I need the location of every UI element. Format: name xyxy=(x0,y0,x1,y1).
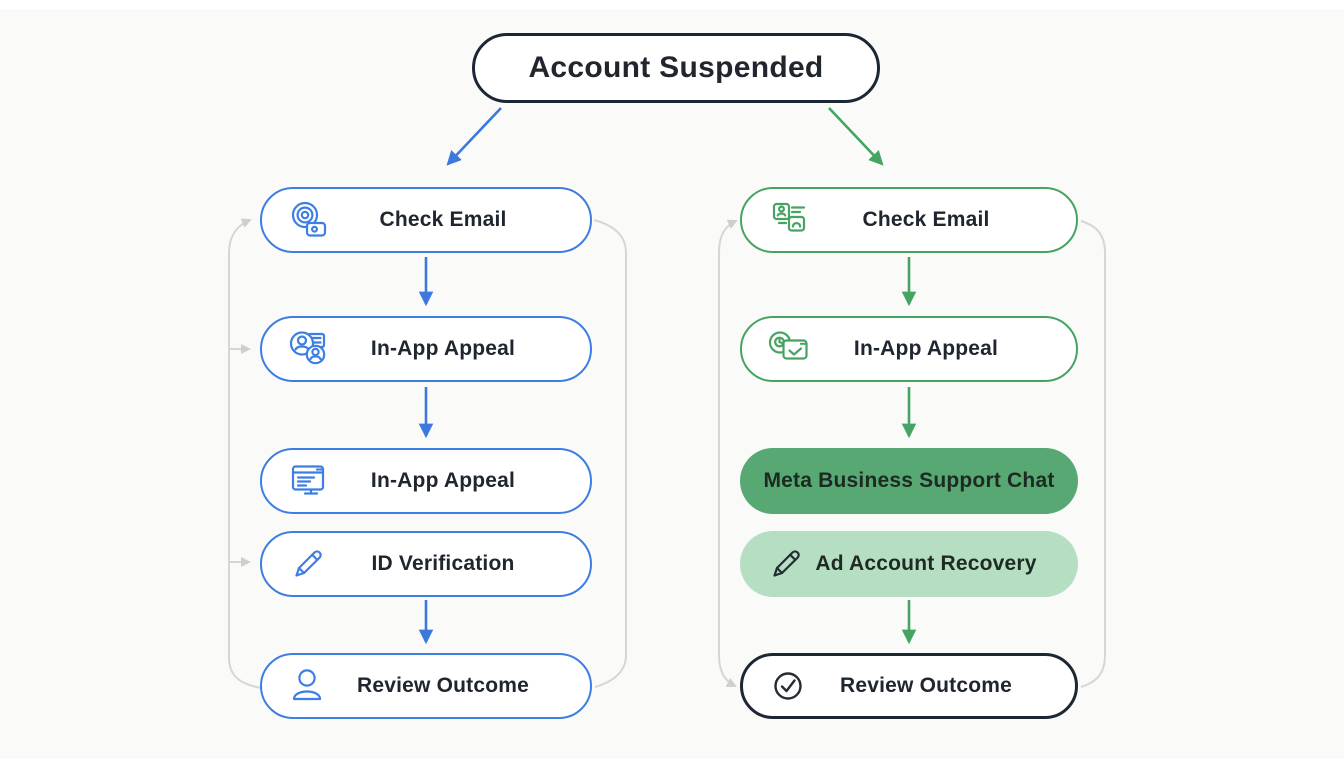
node-label: Meta Business Support Chat xyxy=(763,469,1055,492)
loop-connectors xyxy=(228,218,1106,689)
id-cards-icon xyxy=(766,198,810,242)
node-label: Review Outcome xyxy=(839,674,1013,697)
bottom-margin-band xyxy=(0,759,1344,768)
right-node-ad-account-recovery: Ad Account Recovery xyxy=(740,531,1078,597)
right-node-in-app-appeal: In-App Appeal xyxy=(740,316,1078,382)
root-split-arrows xyxy=(446,107,884,166)
node-label: In-App Appeal xyxy=(370,337,516,360)
node-label: Ad Account Recovery xyxy=(815,552,1037,575)
pencil-icon xyxy=(764,542,808,586)
node-label: Account Suspended xyxy=(528,51,824,84)
node-label: Check Email xyxy=(379,208,507,231)
node-label: In-App Appeal xyxy=(370,469,516,492)
left-node-check-email: Check Email xyxy=(260,187,592,253)
right-node-check-email: Check Email xyxy=(740,187,1078,253)
people-card-icon xyxy=(286,327,330,371)
node-account-suspended: Account Suspended xyxy=(472,33,880,103)
left-node-id-verification: ID Verification xyxy=(260,531,592,597)
right-node-meta-business-support-chat: Meta Business Support Chat xyxy=(740,448,1078,514)
person-icon xyxy=(286,664,330,708)
node-label: Review Outcome xyxy=(356,674,530,697)
check-circle-icon xyxy=(767,664,811,708)
node-label: ID Verification xyxy=(371,552,515,575)
top-margin-band xyxy=(0,0,1344,9)
lens-card-icon xyxy=(286,198,330,242)
left-node-in-app-appeal-1: In-App Appeal xyxy=(260,316,592,382)
browser-window-icon xyxy=(286,459,330,503)
right-node-review-outcome: Review Outcome xyxy=(740,653,1078,719)
left-node-in-app-appeal-2: In-App Appeal xyxy=(260,448,592,514)
clock-window-icon xyxy=(766,327,810,371)
node-label: Check Email xyxy=(862,208,990,231)
node-label: In-App Appeal xyxy=(853,337,999,360)
pencil-icon xyxy=(286,542,330,586)
left-node-review-outcome: Review Outcome xyxy=(260,653,592,719)
